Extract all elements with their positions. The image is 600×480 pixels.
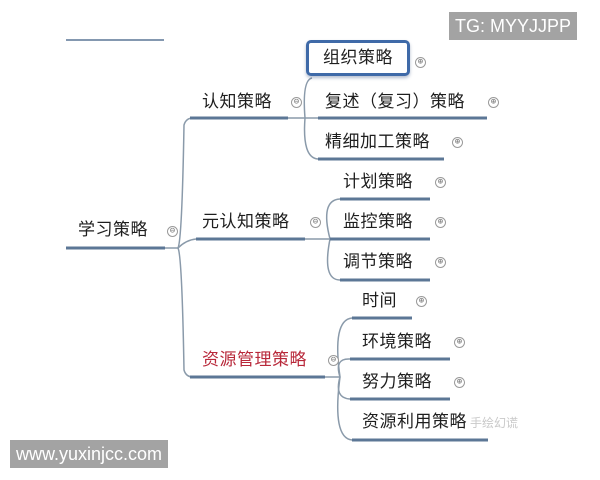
branch-node-metacognitive[interactable]: 元认知策略 [202, 212, 290, 232]
branch-node-resource-management[interactable]: 资源管理策略 [202, 350, 307, 370]
expand-icon[interactable]: ⊕ [435, 217, 446, 228]
leaf-node-rehearsal[interactable]: 复述（复习）策略 [325, 92, 465, 112]
leaf-node-planning[interactable]: 计划策略 [343, 172, 413, 192]
collapse-icon[interactable]: ⊖ [310, 217, 321, 228]
collapse-icon[interactable]: ⊖ [291, 97, 302, 108]
expand-icon[interactable]: ⊕ [435, 257, 446, 268]
expand-icon[interactable]: ⊕ [415, 57, 426, 68]
leaf-node-organization[interactable]: 组织策略 [306, 40, 410, 76]
watermark-top-right: TG: MYYJJPP [449, 12, 578, 40]
faint-watermark: 手绘幻谎 [470, 416, 519, 430]
watermark-bottom-left: www.yuxinjcc.com [10, 440, 169, 468]
leaf-node-regulation[interactable]: 调节策略 [343, 252, 413, 272]
expand-icon[interactable]: ⊕ [488, 97, 499, 108]
leaf-node-effort[interactable]: 努力策略 [362, 372, 432, 392]
branch-node-cognitive[interactable]: 认知策略 [202, 92, 272, 112]
expand-icon[interactable]: ⊕ [416, 296, 427, 307]
leaf-node-resource-utilization[interactable]: 资源利用策略 [362, 412, 467, 432]
collapse-icon[interactable]: ⊖ [167, 226, 178, 237]
expand-icon[interactable]: ⊕ [454, 337, 465, 348]
leaf-node-time[interactable]: 时间 [362, 291, 397, 311]
collapse-icon[interactable]: ⊖ [328, 355, 339, 366]
expand-icon[interactable]: ⊕ [435, 177, 446, 188]
leaf-node-monitoring[interactable]: 监控策略 [343, 212, 413, 232]
expand-icon[interactable]: ⊕ [454, 377, 465, 388]
expand-icon[interactable]: ⊕ [452, 137, 463, 148]
leaf-node-elaboration[interactable]: 精细加工策略 [325, 132, 430, 152]
root-node-learning-strategy[interactable]: 学习策略 [78, 220, 148, 240]
leaf-node-environment[interactable]: 环境策略 [362, 332, 432, 352]
